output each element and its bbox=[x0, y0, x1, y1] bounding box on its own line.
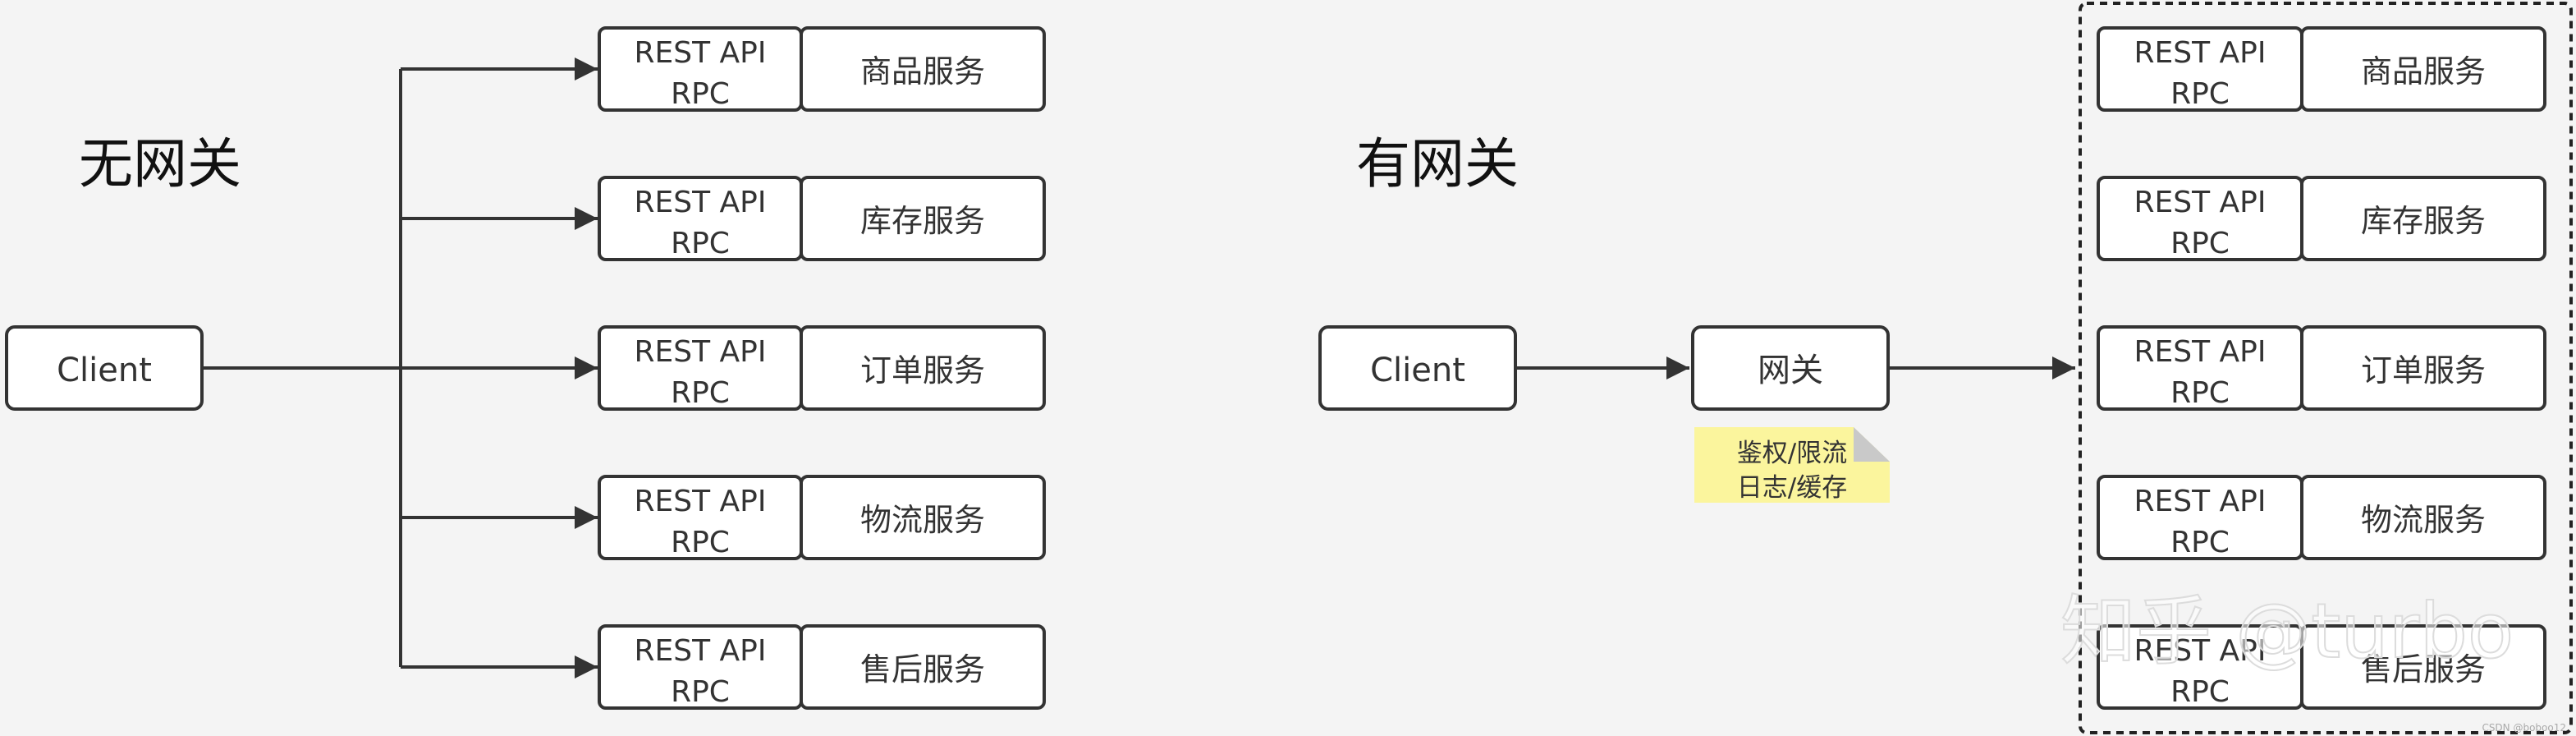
service-name: 订单服务 bbox=[2361, 352, 2486, 389]
api-label-line2: RPC bbox=[2170, 526, 2230, 559]
service-box[interactable] bbox=[800, 325, 1046, 411]
corner-credit: CSDN @boboo12 bbox=[2482, 722, 2566, 734]
watermark: 知乎 @turbo bbox=[2060, 587, 2514, 675]
api-label-line2: RPC bbox=[671, 526, 730, 559]
gateway-title: 有网关 bbox=[1356, 132, 1519, 196]
service-box[interactable] bbox=[800, 475, 1046, 560]
api-label-line2: RPC bbox=[671, 227, 730, 260]
service-box[interactable] bbox=[2300, 26, 2546, 112]
service-row: REST API RPC 商品服务 bbox=[2097, 26, 2546, 112]
client-label: Client bbox=[57, 352, 152, 389]
service-row: REST API RPC 商品服务 bbox=[598, 26, 1046, 112]
api-label-line2: RPC bbox=[2170, 227, 2230, 260]
service-name: 商品服务 bbox=[860, 53, 985, 90]
service-box[interactable] bbox=[2300, 176, 2546, 261]
gateway-panel: 有网关 Client 网关 鉴权/限流 日志/缓存 REST API RPC bbox=[1318, 2, 2573, 734]
service-box[interactable] bbox=[2300, 475, 2546, 560]
service-row: REST API RPC 订单服务 bbox=[2097, 325, 2546, 411]
api-label-line1: REST API bbox=[2134, 36, 2267, 70]
service-name: 物流服务 bbox=[2361, 502, 2486, 538]
client-connectors bbox=[202, 58, 598, 678]
api-label-line1: REST API bbox=[635, 634, 767, 668]
service-name: 库存服务 bbox=[2361, 203, 2486, 239]
api-label-line2: RPC bbox=[671, 675, 730, 709]
api-label-line2: RPC bbox=[2170, 77, 2230, 111]
service-row: REST API RPC 物流服务 bbox=[598, 475, 1046, 560]
gateway-box[interactable]: 网关 bbox=[1691, 325, 1890, 411]
service-row: REST API RPC 库存服务 bbox=[598, 176, 1046, 261]
service-name: 售后服务 bbox=[860, 651, 985, 688]
api-label-line1: REST API bbox=[635, 186, 767, 219]
client-box-left[interactable]: Client bbox=[5, 325, 204, 411]
client-label: Client bbox=[1370, 352, 1465, 389]
api-label-line1: REST API bbox=[635, 36, 767, 70]
service-row: REST API RPC 售后服务 bbox=[598, 624, 1046, 710]
service-row: REST API RPC 售后服务 bbox=[2097, 624, 2546, 710]
service-name: 商品服务 bbox=[2361, 53, 2486, 90]
api-label-line1: REST API bbox=[2134, 485, 2267, 518]
api-label-line1: REST API bbox=[635, 485, 767, 518]
services-container bbox=[2079, 2, 2573, 734]
service-name: 物流服务 bbox=[860, 502, 985, 538]
note-line2: 日志/缓存 bbox=[1737, 473, 1847, 503]
service-row: REST API RPC 库存服务 bbox=[2097, 176, 2546, 261]
api-label-line1: REST API bbox=[2134, 634, 2267, 668]
api-label-line2: RPC bbox=[2170, 376, 2230, 410]
service-box[interactable] bbox=[800, 624, 1046, 710]
service-box[interactable] bbox=[800, 26, 1046, 112]
api-label-line1: REST API bbox=[635, 335, 767, 369]
service-box[interactable] bbox=[2300, 325, 2546, 411]
api-label-line2: RPC bbox=[671, 376, 730, 410]
api-label-line1: REST API bbox=[2134, 186, 2267, 219]
gateway-features-note: 鉴权/限流 日志/缓存 bbox=[1694, 427, 1890, 503]
service-name: 订单服务 bbox=[860, 352, 985, 389]
no-gateway-title: 无网关 bbox=[79, 132, 241, 196]
no-gateway-panel: 无网关 Client REST API RPC 商品服务 REST API bbox=[5, 26, 1046, 710]
service-name: 库存服务 bbox=[860, 203, 985, 239]
note-line1: 鉴权/限流 bbox=[1737, 439, 1847, 468]
gateway-label: 网关 bbox=[1758, 352, 1823, 389]
service-box[interactable] bbox=[800, 176, 1046, 261]
api-label-line1: REST API bbox=[2134, 335, 2267, 369]
service-box[interactable] bbox=[2300, 624, 2546, 710]
service-name: 售后服务 bbox=[2361, 651, 2486, 688]
service-row: REST API RPC 物流服务 bbox=[2097, 475, 2546, 560]
client-box-right[interactable]: Client bbox=[1318, 325, 1517, 411]
api-label-line2: RPC bbox=[2170, 675, 2230, 709]
api-label-line2: RPC bbox=[671, 77, 730, 111]
service-row: REST API RPC 订单服务 bbox=[598, 325, 1046, 411]
